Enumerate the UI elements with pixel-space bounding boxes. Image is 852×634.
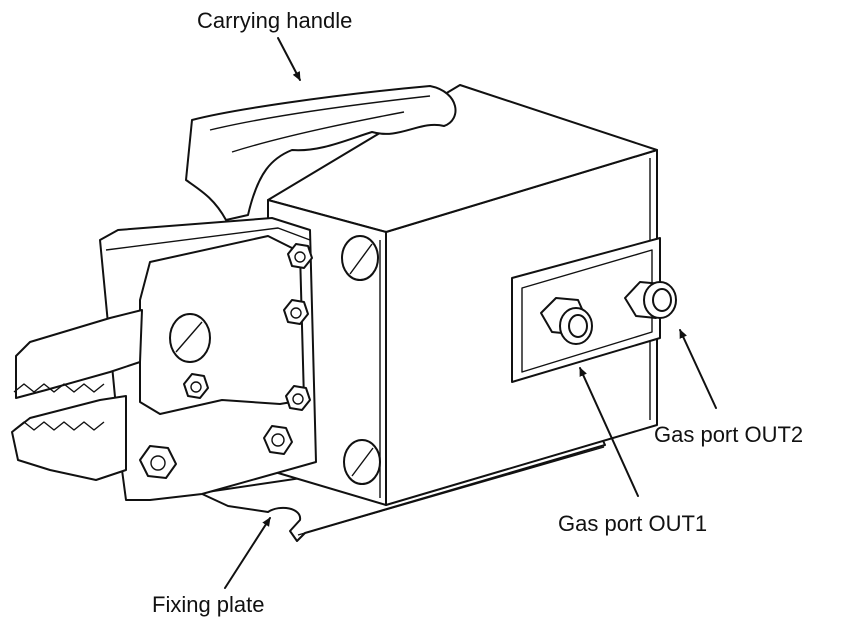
arrow-gas-port-out1 — [579, 367, 639, 497]
fixing-plate-label: Fixing plate — [152, 592, 265, 617]
gas-port-out2-label: Gas port OUT2 — [654, 422, 804, 447]
bolt — [139, 445, 177, 479]
bolt — [263, 425, 293, 455]
crimp-head — [11, 217, 317, 501]
carrying-handle — [185, 85, 457, 221]
gas-port-out1-fitting — [540, 297, 593, 345]
gas-port-panel — [511, 237, 661, 383]
gas-port-out2-fitting — [624, 281, 677, 319]
bolt — [285, 385, 311, 411]
screw-upper — [341, 235, 379, 281]
arrow-carrying-handle — [277, 37, 301, 81]
bolt — [183, 373, 209, 399]
arrow-fixing-plate — [224, 517, 271, 589]
arrow-gas-port-out2 — [679, 329, 717, 409]
screw-lower — [343, 439, 381, 485]
bolt — [283, 299, 309, 325]
bolt — [287, 243, 313, 269]
gas-port-out1-label: Gas port OUT1 — [558, 511, 708, 536]
carrying-handle-label: Carrying handle — [197, 8, 353, 33]
